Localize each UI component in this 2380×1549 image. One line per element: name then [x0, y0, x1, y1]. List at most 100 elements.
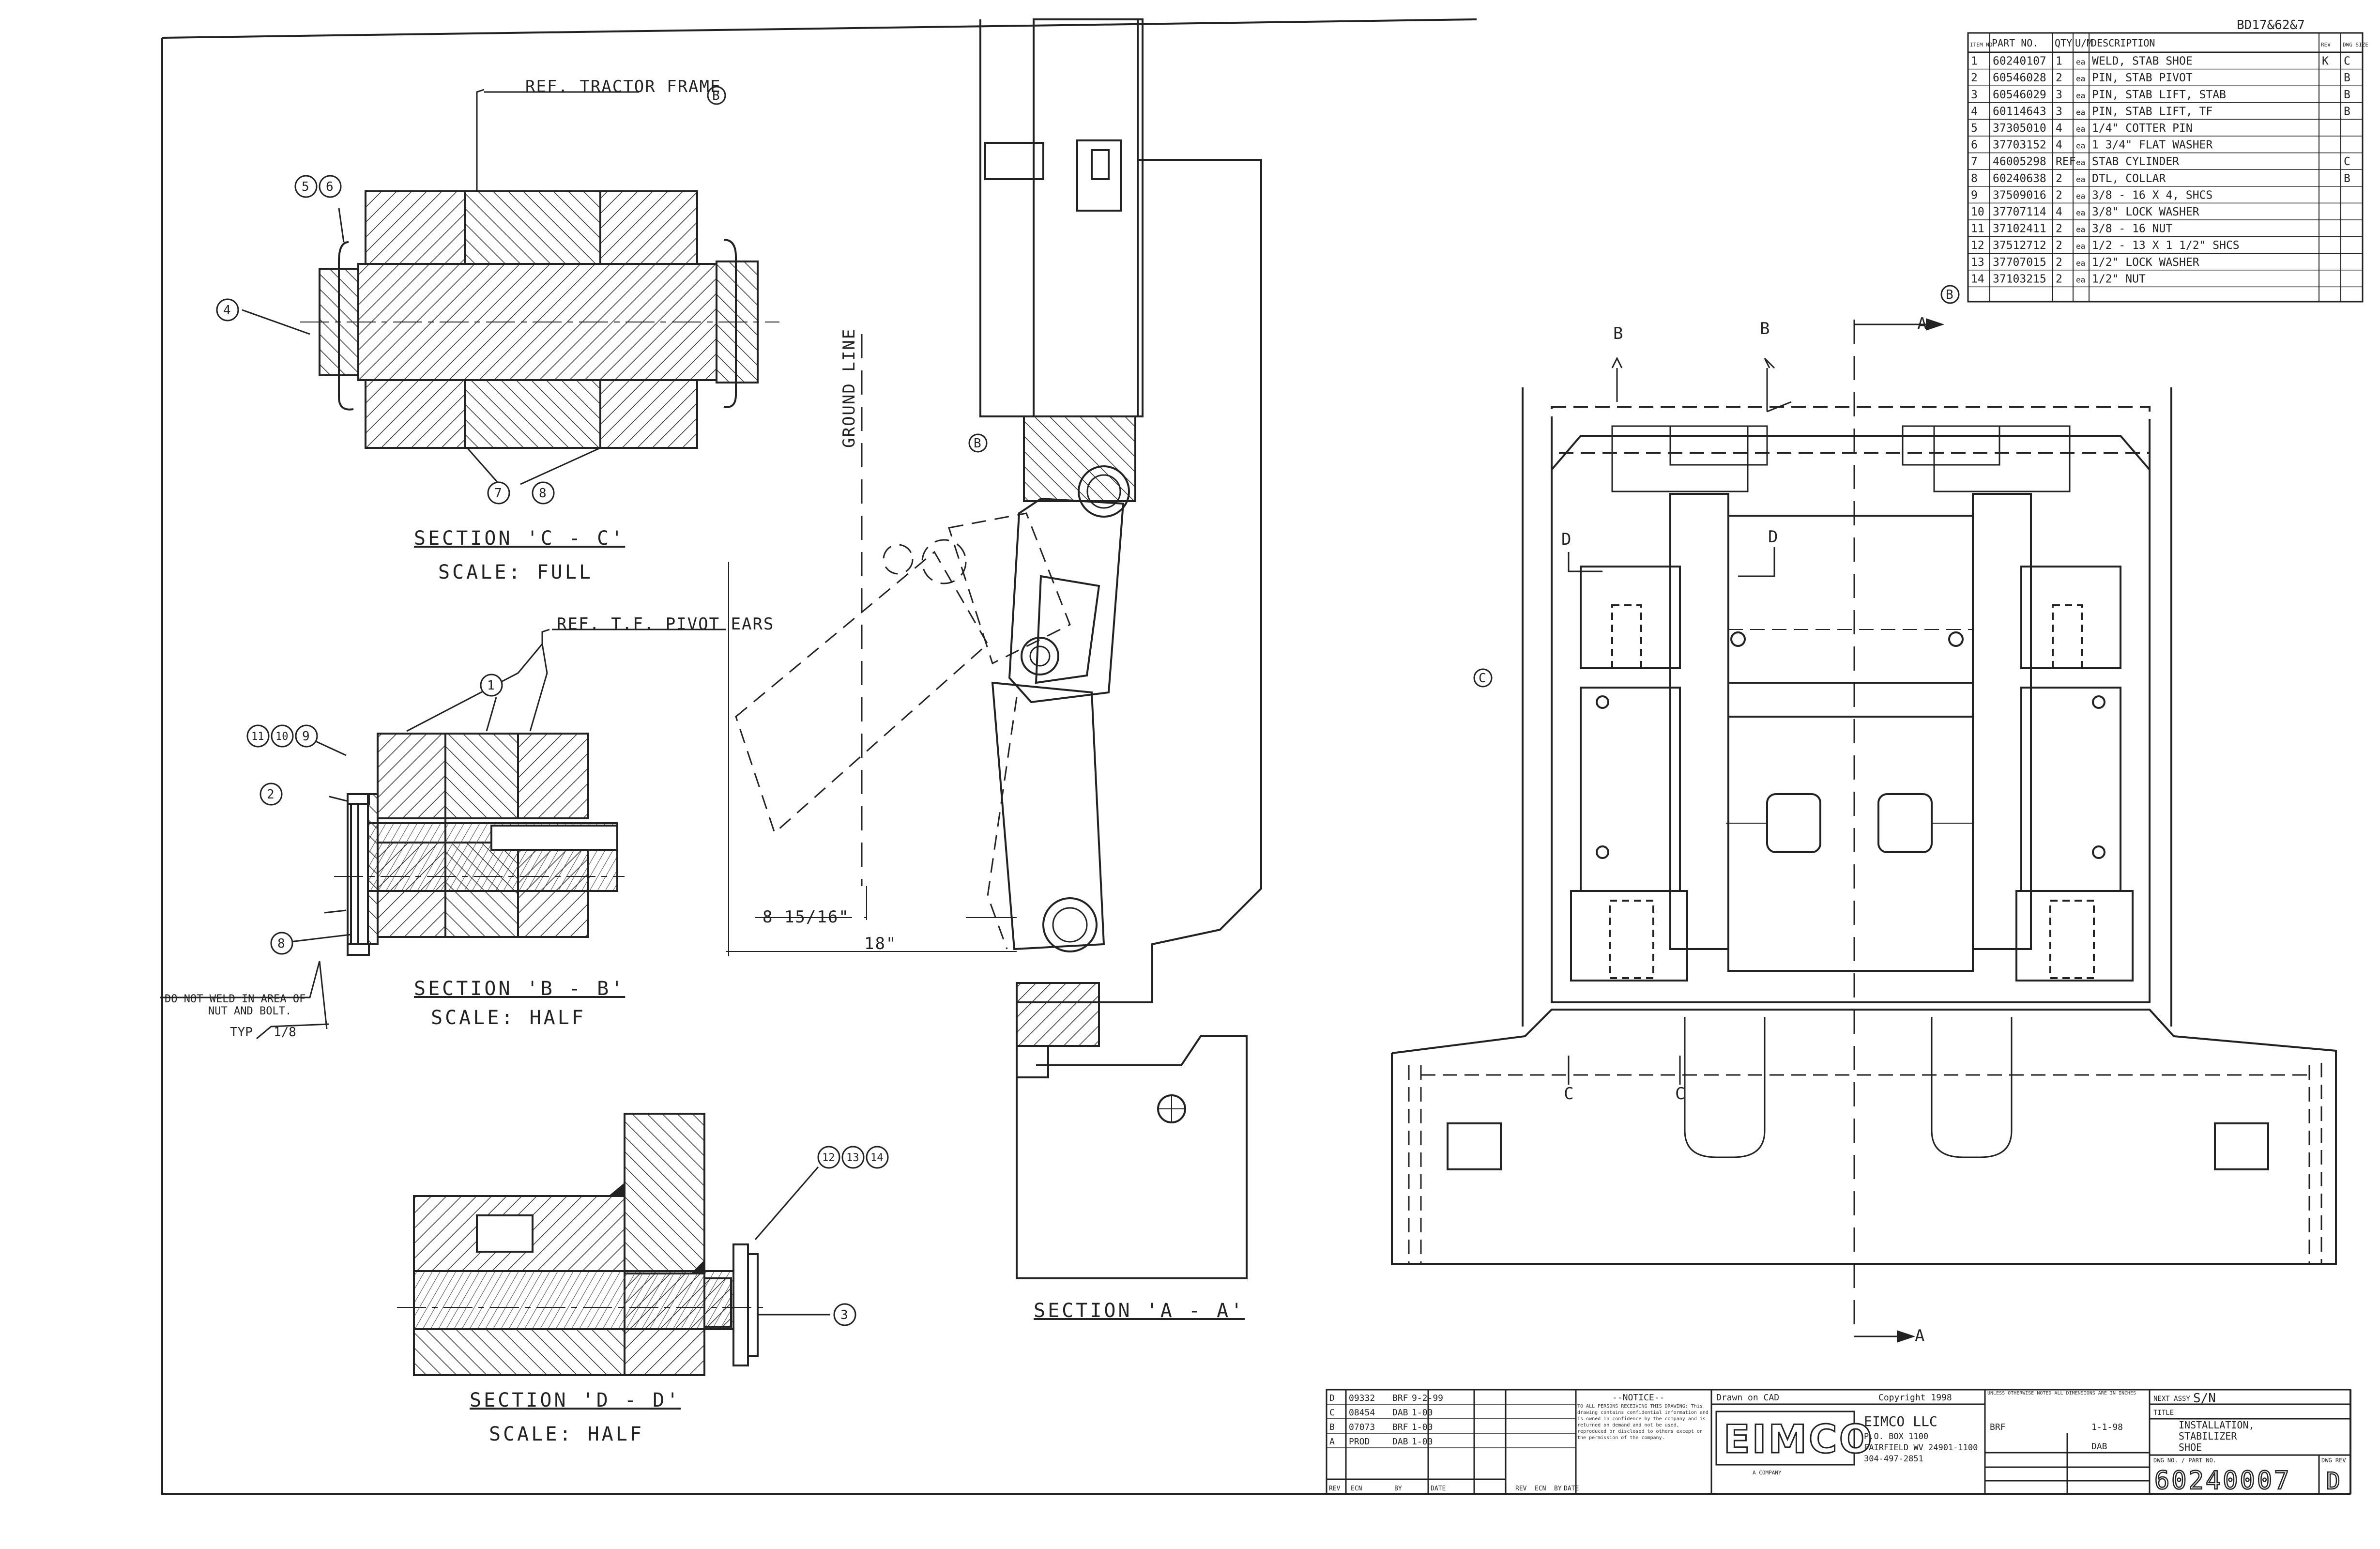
parts-header-item-no: ITEM NO: [1970, 42, 1992, 48]
revision-cell: BRF: [1392, 1393, 1408, 1403]
drawn-date: 1-1-98: [2091, 1422, 2123, 1432]
company-logo-text: EIMCO: [1724, 1417, 1874, 1462]
parts-cell: 13: [1971, 256, 1984, 269]
company-phone: 304-497-2851: [1864, 1454, 1923, 1464]
ref-tractor-frame-label: REF. TRACTOR FRAME: [525, 77, 721, 96]
section-a-a-title: SECTION 'A - A': [1034, 1300, 1245, 1322]
revision-footer-label: DATE: [1431, 1485, 1446, 1492]
parts-cell: PIN, STAB PIVOT: [2092, 72, 2193, 84]
balloon-item-12: 12: [822, 1152, 835, 1164]
parts-cell: 2: [2056, 189, 2062, 201]
parts-cell: 4: [2056, 206, 2062, 218]
plan-view: [1391, 318, 2337, 1343]
parts-cell: REF: [2056, 155, 2076, 168]
rev-footer-by2: BY: [1554, 1485, 1562, 1492]
section-b-b-view: [160, 629, 726, 1040]
company-name: EIMCO LLC: [1864, 1413, 1938, 1429]
parts-cell: 2: [2056, 273, 2062, 285]
parts-cell: ea: [2076, 58, 2085, 67]
parts-cell: 37305010: [1993, 122, 2046, 135]
parts-cell: 3/8 - 16 X 4, SHCS: [2092, 189, 2212, 201]
parts-cell: ea: [2076, 124, 2085, 134]
dwg-rev-label: DWG REV: [2321, 1457, 2346, 1464]
typ-label: TYP: [230, 1025, 253, 1040]
revision-footer-label: REV: [1329, 1485, 1341, 1492]
parts-cell: 2: [2056, 72, 2062, 84]
balloon-item-9: 9: [302, 729, 310, 744]
revision-cell: 09332: [1349, 1393, 1375, 1403]
company-address-1: P.O. BOX 1100: [1864, 1432, 1928, 1442]
no-weld-note-line2: NUT AND BOLT.: [208, 1005, 291, 1017]
section-b-b-scale: SCALE: HALF: [431, 1007, 586, 1029]
revision-cell: A: [1329, 1437, 1335, 1447]
parts-cell: 60114643: [1993, 105, 2046, 118]
cut-plane-letters: B B A A D D C C: [1561, 314, 1927, 1346]
parts-cell: 37509016: [1993, 189, 2046, 201]
rev-footer-date2: DATE: [1564, 1485, 1579, 1492]
parts-cell: 60546028: [1993, 72, 2046, 84]
parts-cell: 37703152: [1993, 139, 2046, 152]
cut-letter-a-bottom: A: [1915, 1326, 1925, 1346]
section-c-c-view: [242, 89, 779, 490]
cut-letter-c-right: C: [1675, 1084, 1686, 1104]
revision-cell: 9-2-99: [1412, 1393, 1443, 1403]
cut-letter-d-right: D: [1768, 527, 1779, 547]
parts-cell: WELD, STAB SHOE: [2092, 55, 2193, 68]
cut-letter-d-left: D: [1561, 530, 1572, 549]
parts-cell: K: [2322, 55, 2329, 68]
section-c-c-title: SECTION 'C - C': [414, 527, 625, 550]
balloon-item-14: 14: [870, 1152, 884, 1164]
parts-cell: 9: [1971, 189, 1978, 201]
dimension-18: 18": [864, 934, 897, 953]
company-logo-subtitle: A COMPANY: [1753, 1470, 1782, 1476]
copyright-note: Copyright 1998: [1878, 1393, 1952, 1403]
parts-header-description: DESCRIPTION: [2091, 37, 2155, 49]
parts-cell: C: [2344, 155, 2350, 168]
notice-text: TO ALL PERSONS RECEIVING THIS DRAWING: T…: [1577, 1404, 1709, 1441]
parts-cell: 5: [1971, 122, 1978, 135]
notice-title: --NOTICE--: [1612, 1393, 1664, 1403]
drawn-by: BRF: [1990, 1422, 2006, 1432]
checked-by: DAB: [2091, 1442, 2107, 1452]
parts-cell: 37512712: [1993, 239, 2046, 252]
company-logo: EIMCO A COMPANY: [1715, 1411, 1874, 1476]
section-c-c-scale: SCALE: FULL: [438, 561, 593, 583]
parts-cell: 60240107: [1993, 55, 2046, 68]
parts-cell: 4: [2056, 122, 2062, 135]
ground-line-label: GROUND LINE: [839, 328, 859, 448]
balloon-item-2: 2: [267, 787, 275, 802]
revision-cell: B: [1329, 1422, 1335, 1432]
parts-cell: 37103215: [1993, 273, 2046, 285]
parts-cell: B: [2344, 105, 2350, 118]
parts-header-part-no-: PART NO.: [1992, 37, 2038, 49]
section-d-d-scale: SCALE: HALF: [489, 1423, 644, 1445]
parts-cell: DTL, COLLAR: [2092, 172, 2166, 185]
parts-header-u-m: U/M: [2075, 37, 2092, 49]
parts-cell: 1/2" NUT: [2092, 273, 2146, 285]
parts-cell: PIN, STAB LIFT, TF: [2092, 105, 2212, 118]
balloon-item-11: 11: [251, 731, 264, 743]
revision-cell: C: [1329, 1408, 1335, 1418]
dwg-no-label: DWG NO. / PART NO.: [2153, 1457, 2216, 1464]
balloon-item-4: 4: [223, 303, 231, 318]
balloon-item-1: 1: [487, 678, 495, 693]
title-line-2: STABILIZER: [2179, 1430, 2237, 1442]
revision-cell: 1-00: [1412, 1422, 1433, 1432]
revision-cell: DAB: [1392, 1408, 1408, 1418]
rev-footer-rev2: REV: [1515, 1485, 1527, 1492]
parts-cell: 1 3/4" FLAT WASHER: [2092, 139, 2212, 152]
tolerance-note: UNLESS OTHERWISE NOTED ALL DIMENSIONS AR…: [1987, 1391, 2136, 1396]
